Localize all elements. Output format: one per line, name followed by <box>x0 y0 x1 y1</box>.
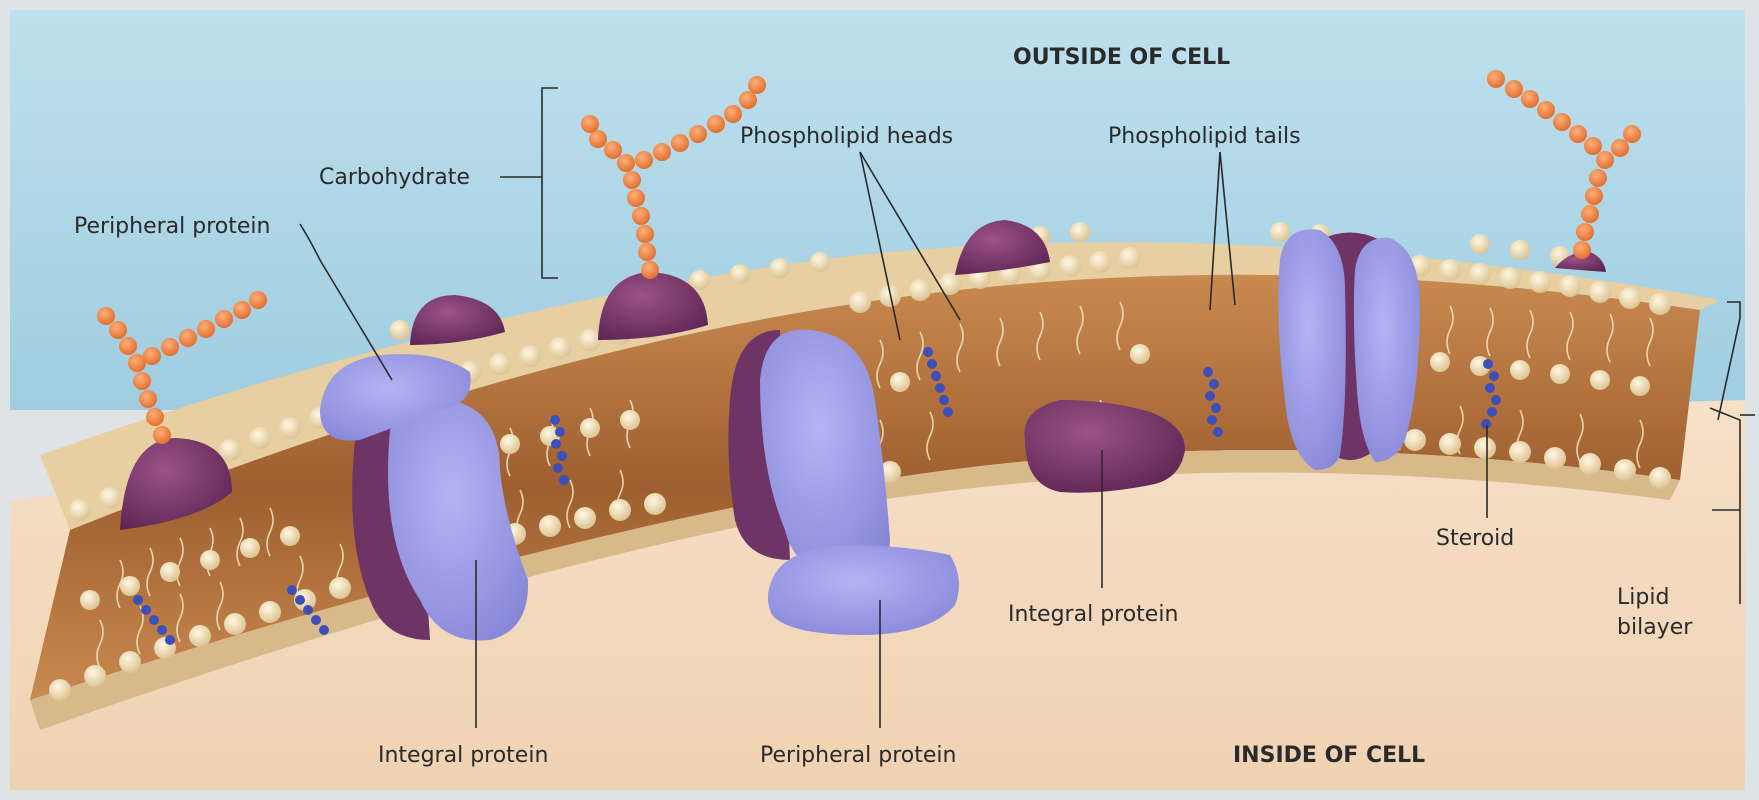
steroid-label: Steroid <box>1436 526 1514 551</box>
phospholipid-heads-label: Phospholipid heads <box>740 124 953 149</box>
outside-of-cell-heading: OUTSIDE OF CELL <box>1013 45 1230 70</box>
lipid-bilayer-label-line1: Lipid <box>1617 585 1669 610</box>
lipid-bilayer-label-line2: bilayer <box>1617 615 1693 640</box>
peripheral-protein-bottom <box>768 545 959 635</box>
peripheral-protein-bottom-label: Peripheral protein <box>760 743 956 768</box>
peripheral-protein-top-label: Peripheral protein <box>74 214 270 239</box>
integral-protein-bottom-label: Integral protein <box>378 743 548 768</box>
carbohydrate-label: Carbohydrate <box>319 165 470 190</box>
phospholipid-tails-label: Phospholipid tails <box>1108 124 1301 149</box>
inside-of-cell-heading: INSIDE OF CELL <box>1233 743 1425 768</box>
integral-protein-middle-label: Integral protein <box>1008 602 1178 627</box>
